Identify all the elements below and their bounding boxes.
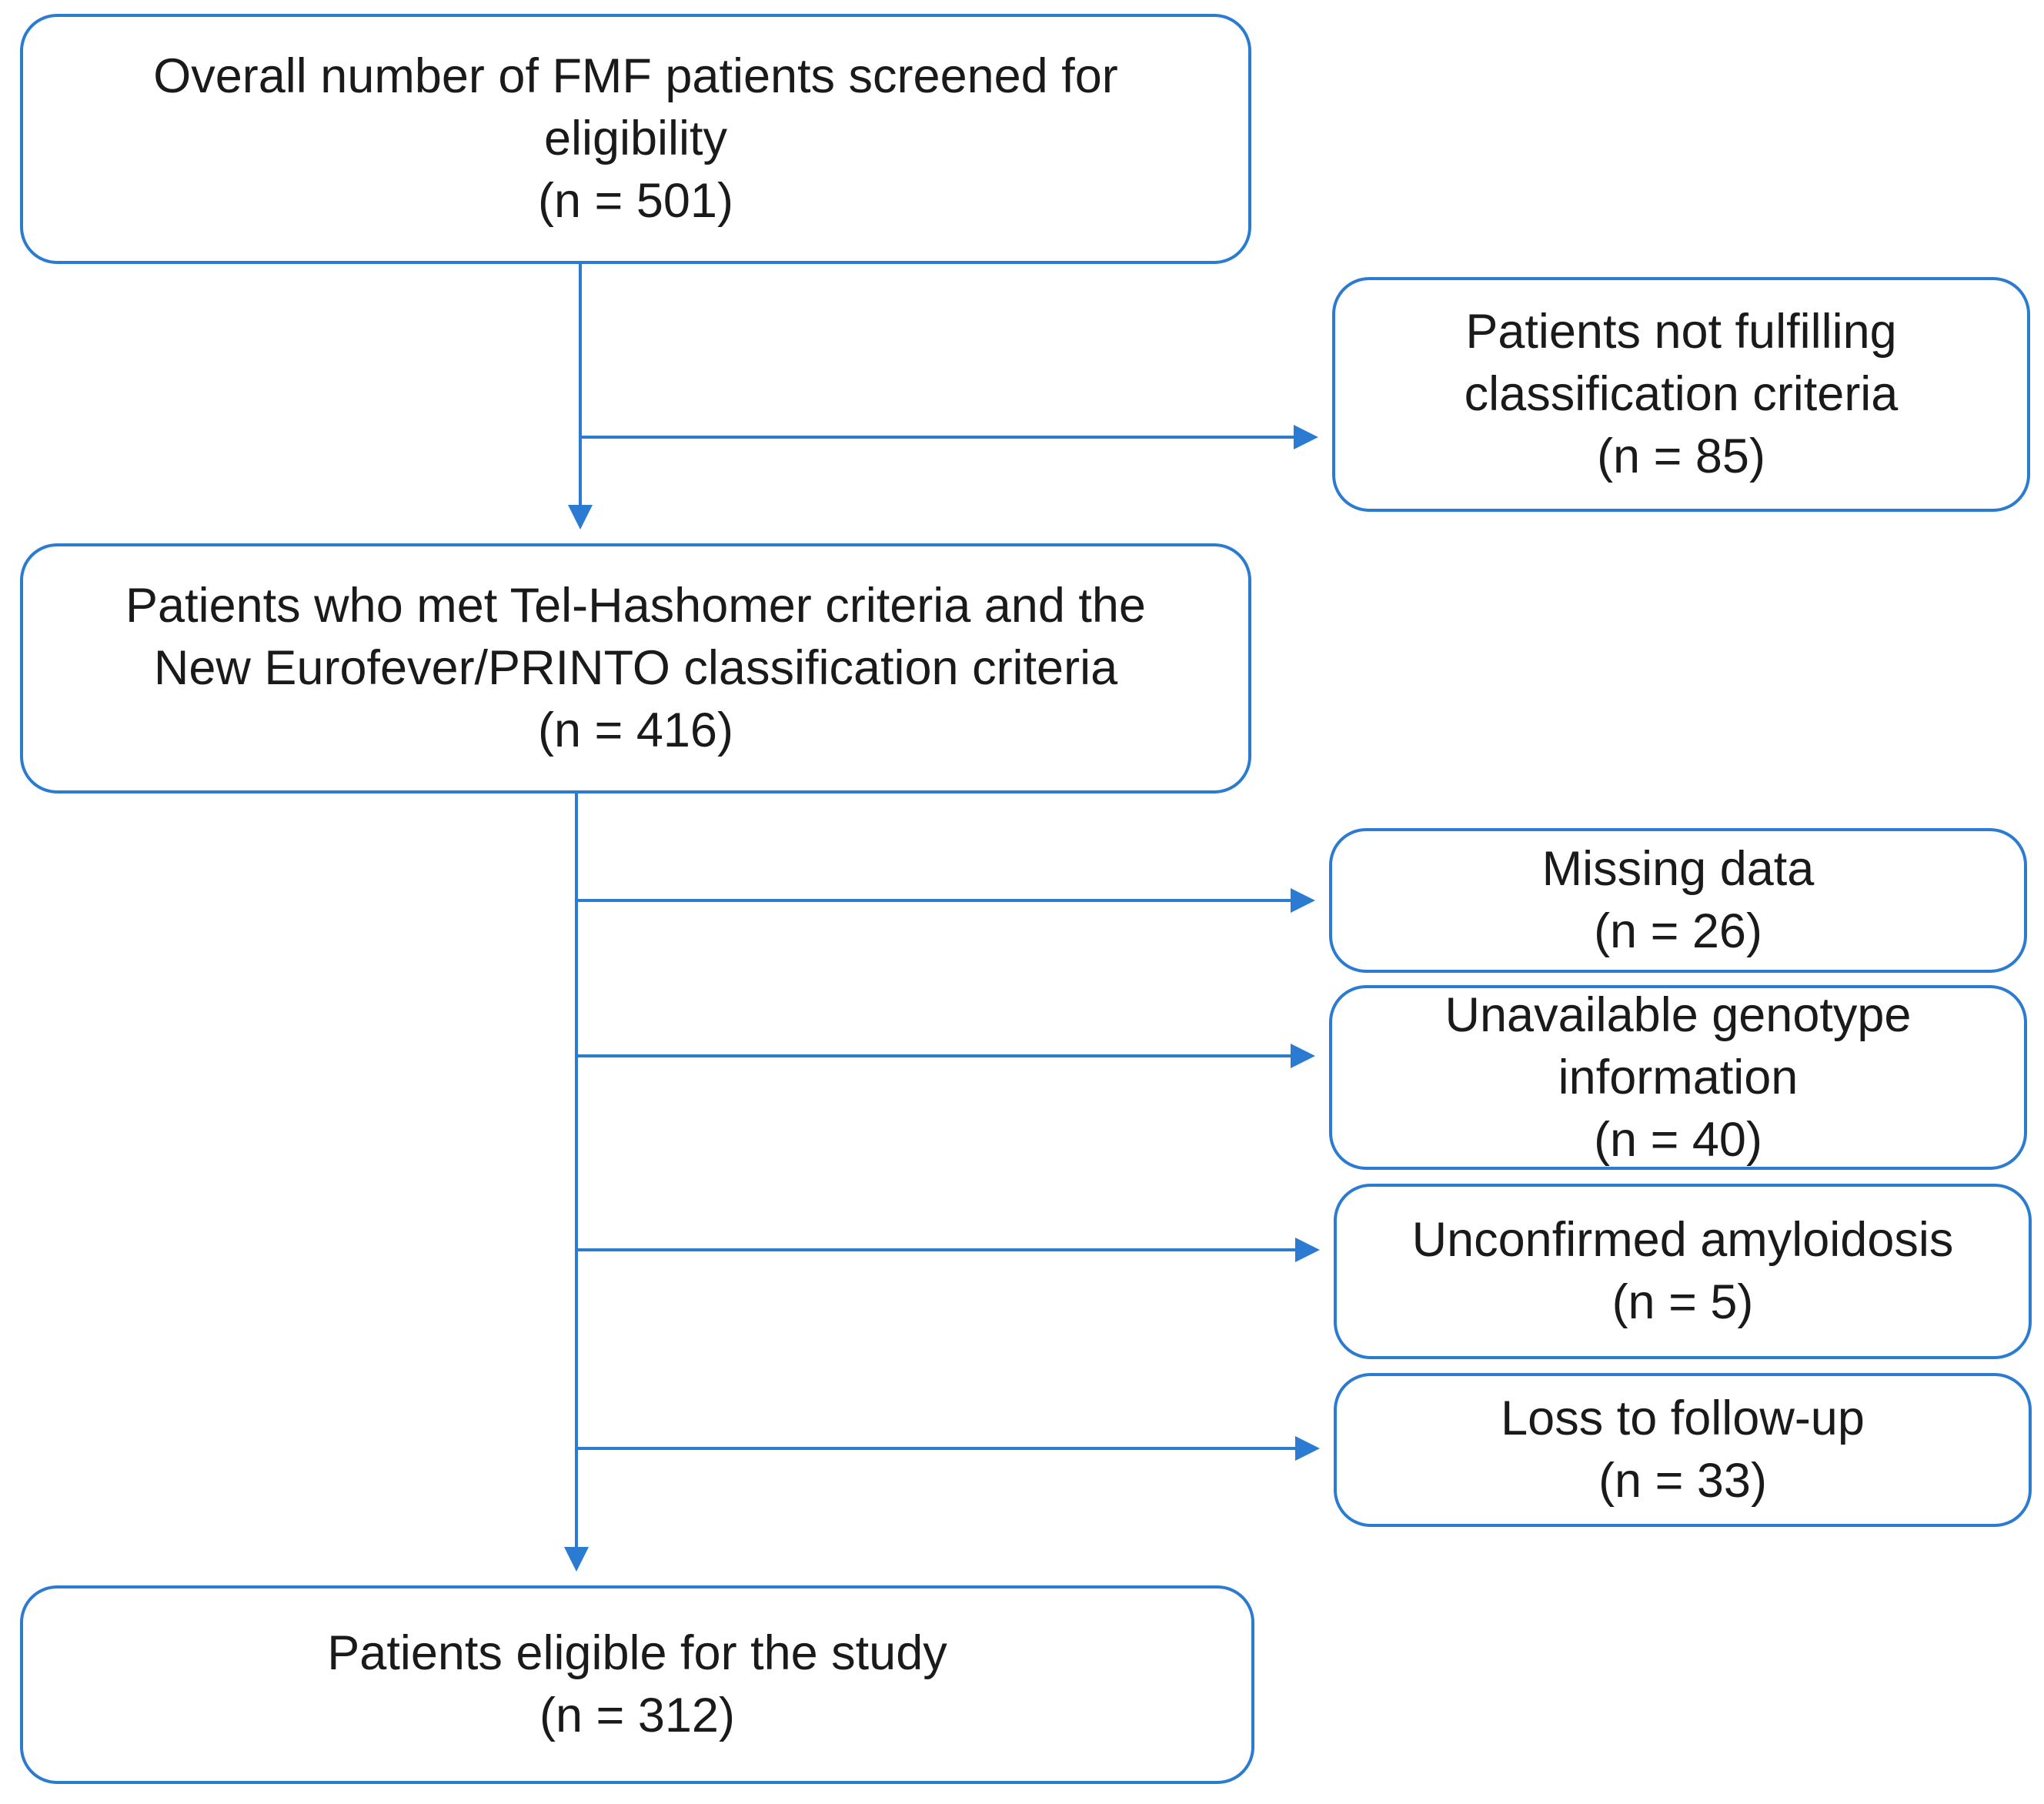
screened-count: (n = 501) bbox=[538, 174, 733, 228]
missing-line-1: Missing data bbox=[1541, 842, 1815, 896]
excluded-line-1: Patients not fulfilling bbox=[1465, 305, 1897, 359]
eligible-patients-box: Patients eligible for the study (n = 312… bbox=[20, 1585, 1254, 1784]
genotype-line-2: information bbox=[1558, 1050, 1799, 1104]
loss-to-followup-box: Loss to follow-up (n = 33) bbox=[1334, 1373, 2032, 1527]
screened-line-2: eligibility bbox=[543, 112, 728, 165]
met-count: (n = 416) bbox=[538, 703, 733, 757]
screened-patients-box: Overall number of FMF patients screened … bbox=[20, 14, 1251, 264]
amyloid-count: (n = 5) bbox=[1611, 1275, 1754, 1329]
unavailable-genotype-box: Unavailable genotype information (n = 40… bbox=[1329, 985, 2027, 1170]
excluded-line-2: classification criteria bbox=[1464, 367, 1899, 421]
eligible-count: (n = 312) bbox=[539, 1689, 735, 1742]
missing-data-box: Missing data (n = 26) bbox=[1329, 828, 2027, 973]
screened-line-1: Overall number of FMF patients screened … bbox=[153, 49, 1118, 103]
genotype-count: (n = 40) bbox=[1594, 1112, 1762, 1167]
unconfirmed-amyloidosis-box: Unconfirmed amyloidosis (n = 5) bbox=[1334, 1184, 2032, 1359]
amyloid-line-1: Unconfirmed amyloidosis bbox=[1411, 1213, 1954, 1267]
loss-line-1: Loss to follow-up bbox=[1501, 1391, 1865, 1445]
not-fulfilling-criteria-box: Patients not fulfilling classification c… bbox=[1332, 277, 2030, 512]
met-line-1: Patients who met Tel-Hashomer criteria a… bbox=[125, 579, 1146, 633]
missing-count: (n = 26) bbox=[1594, 904, 1762, 958]
loss-count: (n = 33) bbox=[1598, 1454, 1767, 1508]
excluded-count: (n = 85) bbox=[1597, 429, 1765, 483]
met-line-2: New Eurofever/PRINTO classification crit… bbox=[153, 641, 1118, 695]
eligible-line-1: Patients eligible for the study bbox=[327, 1626, 947, 1680]
met-criteria-box: Patients who met Tel-Hashomer criteria a… bbox=[20, 543, 1251, 793]
genotype-line-1: Unavailable genotype bbox=[1444, 987, 1912, 1042]
